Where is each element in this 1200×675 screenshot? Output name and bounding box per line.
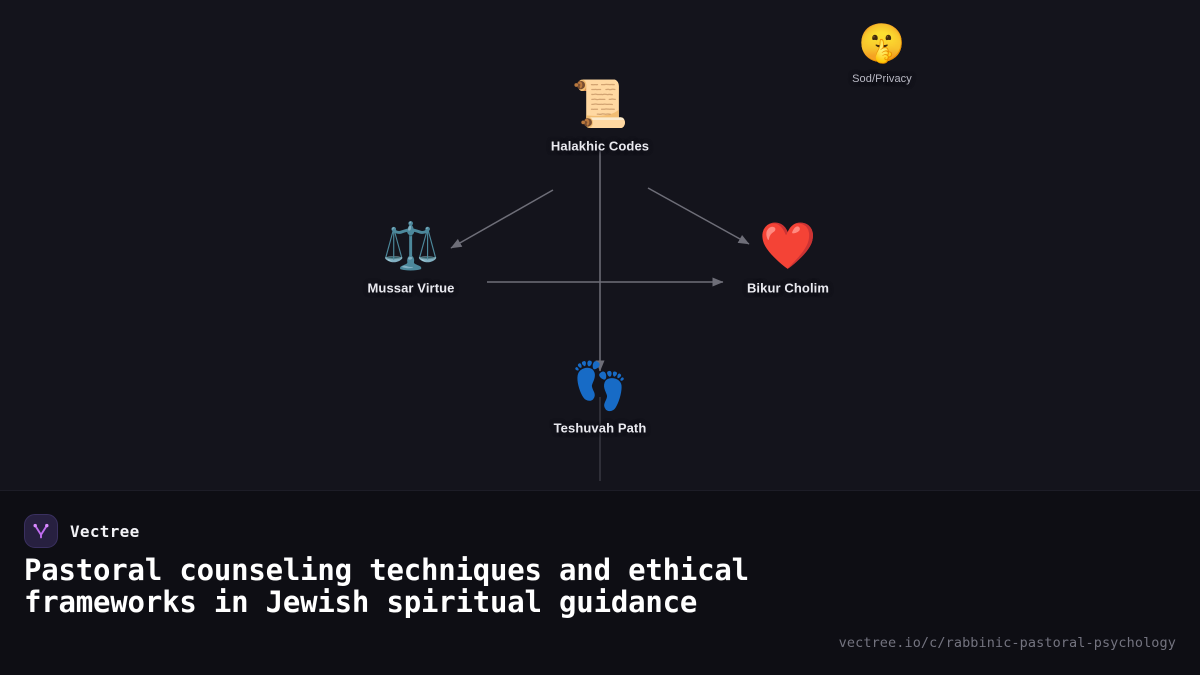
graph-node-label: Halakhic Codes (550, 138, 650, 154)
graph-node-label: Teshuvah Path (553, 420, 647, 436)
page-title: Pastoral counseling techniques and ethic… (24, 553, 767, 619)
vectree-logo-icon (24, 514, 58, 548)
share-url: vectree.io/c/rabbinic-pastoral-psycholog… (838, 635, 1176, 651)
graph-node-teshuvah-path[interactable]: 👣 Teshuvah Path (490, 359, 710, 436)
brand: Vectree (24, 514, 140, 548)
graph-node-label: Bikur Cholim (746, 280, 830, 296)
red-heart-emoji: ❤️ (759, 219, 817, 272)
graph-node-sod-privacy[interactable]: 🤫 Sod/Privacy (772, 21, 992, 85)
graph-canvas: 📜 Halakhic Codes ⚖️ Mussar Virtue ❤️ Bik… (0, 21, 1200, 491)
brand-name: Vectree (70, 521, 140, 541)
balance-scale-emoji: ⚖️ (382, 219, 440, 272)
graph-node-mussar-virtue[interactable]: ⚖️ Mussar Virtue (301, 219, 521, 296)
shushing-face-emoji: 🤫 (858, 23, 906, 65)
graph-node-halakhic-codes[interactable]: 📜 Halakhic Codes (490, 77, 710, 154)
scroll-emoji: 📜 (571, 77, 629, 130)
card-footer: Vectree Pastoral counseling techniques a… (0, 491, 1200, 675)
graph-node-bikur-cholim[interactable]: ❤️ Bikur Cholim (678, 219, 898, 296)
footprints-emoji: 👣 (571, 359, 629, 412)
graph-node-label: Sod/Privacy (852, 73, 912, 85)
graph-node-label: Mussar Virtue (367, 280, 455, 296)
